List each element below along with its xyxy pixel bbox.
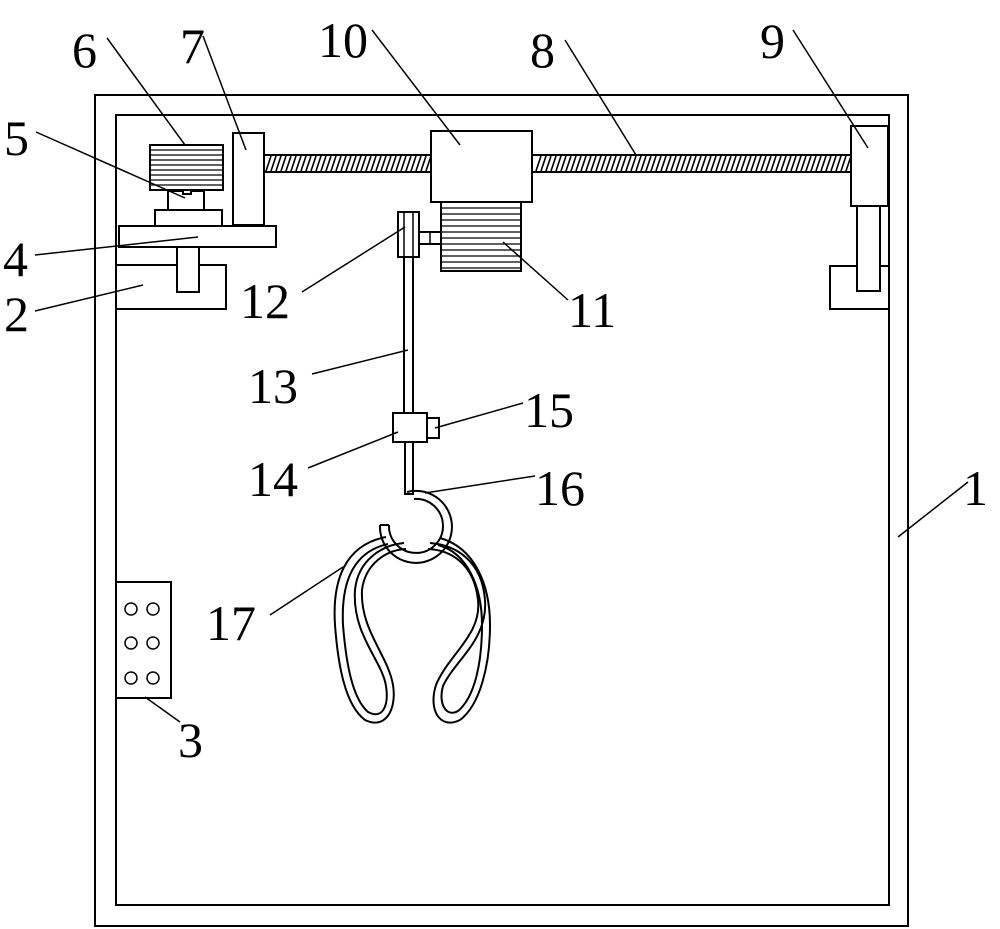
label-4: 4	[3, 231, 28, 287]
secondary-motor	[440, 201, 522, 272]
label-11: 11	[568, 282, 616, 338]
slider-block	[430, 130, 533, 203]
lead-screw	[263, 154, 853, 173]
lower-rod	[404, 441, 414, 495]
outer-frame	[94, 94, 909, 927]
right-support	[829, 125, 890, 310]
motor-support	[154, 187, 223, 227]
label-3: 3	[178, 712, 203, 768]
label-6: 6	[72, 22, 97, 78]
label-13: 13	[248, 358, 298, 414]
label-14: 14	[248, 451, 298, 507]
leader-lines	[34, 29, 969, 723]
connector	[397, 211, 442, 258]
label-7: 7	[180, 18, 205, 74]
label-16: 16	[535, 460, 585, 516]
label-9: 9	[760, 13, 785, 69]
control-panel	[115, 581, 172, 699]
label-2: 2	[4, 286, 29, 342]
motor	[149, 144, 224, 191]
set-screw	[426, 417, 440, 439]
label-1: 1	[963, 460, 988, 516]
label-5: 5	[4, 110, 29, 166]
sleeve	[392, 412, 428, 443]
label-10: 10	[318, 12, 368, 68]
label-12: 12	[240, 273, 290, 329]
vertical-rod	[403, 256, 414, 415]
harness-loops	[333, 536, 492, 724]
left-bearing-block	[232, 132, 265, 226]
part-labels: 6 7 10 8 9 5 4 2 12 11 13 15 14 16 1 17 …	[3, 12, 988, 768]
label-17: 17	[206, 595, 256, 651]
left-mount-block	[115, 245, 227, 310]
label-15: 15	[524, 382, 574, 438]
label-8: 8	[530, 22, 555, 78]
